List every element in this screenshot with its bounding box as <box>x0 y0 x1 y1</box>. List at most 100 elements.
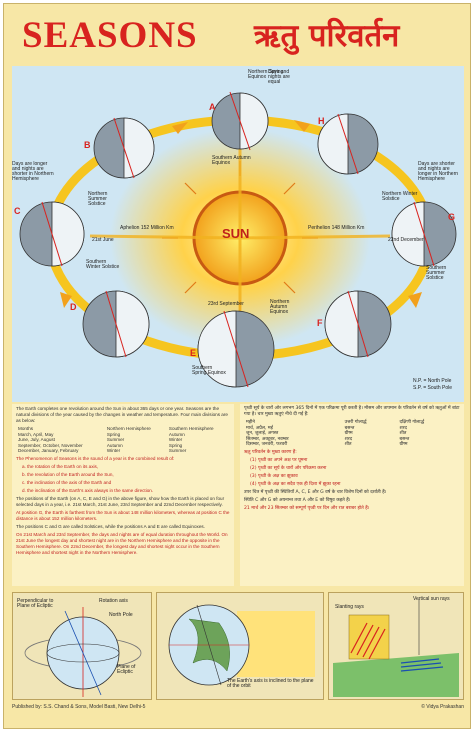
panel1-rotation: Rotation axis <box>99 598 128 604</box>
table-row: मार्च, अप्रैल, मई बसन्त शरद <box>244 426 458 432</box>
panel-angle-svg <box>333 599 459 697</box>
en-item: b. the revolution of the Earth around th… <box>22 471 114 477</box>
hi-item: (3) पृथ्वी के अक्ष का झुकाव <box>250 473 298 479</box>
hi-intro: पृथ्वी सूर्य के चारों ओर लगभग 365 दिनों … <box>244 406 460 417</box>
legend-sp: S.P. = South Pole <box>413 385 452 391</box>
table-cell: दिसम्बर, जनवरी, फरवरी <box>246 442 288 447</box>
table-cell: Autumn <box>168 431 185 437</box>
label-northern-winter-solstice: Northern Winter Solstice <box>382 191 418 202</box>
en-season-table: Months Northern Hemisphere Southern Hemi… <box>16 426 230 454</box>
label-dec22: 22nd December <box>388 237 424 243</box>
table-cell: Winter <box>106 448 121 453</box>
hi-equal-days: 21 मार्च और 23 सितम्बर को सम्पूर्ण पृथ्व… <box>244 505 370 511</box>
table-cell: March, April, May <box>18 431 54 437</box>
table-header: Northern Hemisphere <box>106 426 151 431</box>
seasons-chart: SEASONS ऋतु परिवर्तन <box>3 3 471 729</box>
table-cell: बसन्त <box>344 425 355 431</box>
panel-rays-svg <box>168 604 315 686</box>
orbit-arrows <box>60 120 422 308</box>
orbit-letter-e: E <box>190 348 197 358</box>
en-item: c. the inclination of the axis of the Ea… <box>22 479 112 485</box>
table-cell: Winter <box>168 437 183 442</box>
table-cell: बसन्त <box>399 436 410 442</box>
table-cell: ग्रीष्म <box>344 431 353 436</box>
table-header-row: महीने उत्तरी गोलार्द्ध दक्षिणी गोलार्द्ध <box>244 420 458 426</box>
table-cell: Summer <box>106 437 125 442</box>
table-cell: ग्रीष्म <box>399 442 408 447</box>
orbit-letter-b: B <box>84 140 91 150</box>
earth-d <box>82 290 150 358</box>
table-cell: सितम्बर, अक्टूबर, नवम्बर <box>246 436 289 442</box>
footer-copyright: © Vidya Prakashan <box>421 704 464 710</box>
label-northern-summer-solstice: Northern Summer Solstice <box>88 191 108 207</box>
title-english: SEASONS <box>22 15 198 56</box>
footer-publisher: Published by: S.S. Chand & Sons, Model B… <box>12 704 146 710</box>
label-days-equal-top: Days and nights are equal <box>268 69 290 85</box>
text-english: The Earth completes one revolution aroun… <box>12 404 234 586</box>
table-cell: मार्च, अप्रैल, मई <box>246 425 273 431</box>
title-hindi: ऋतु परिवर्तन <box>254 18 400 54</box>
panel1-perpendicular: Perpendicular to Plane of Ecliptic <box>17 598 54 609</box>
label-aphelion: Aphelion 152 Million Km <box>120 225 174 231</box>
en-item: a. the rotation of the Earth on its axis… <box>22 463 99 469</box>
text-hindi: पृथ्वी सूर्य के चारों ओर लगभग 365 दिनों … <box>240 404 464 586</box>
label-southern-summer-solstice: Southern Summer Solstice <box>426 265 447 281</box>
hi-causes: ऋतु परिवर्तन के मुख्य कारण हैं: <box>244 449 297 455</box>
orbit-diagram: A B C D E F G H SUN Aphelion 152 Million… <box>12 66 464 402</box>
table-header: उत्तरी गोलार्द्ध <box>344 420 367 425</box>
table-cell: September, October, November <box>18 442 83 448</box>
en-item: d. the inclination of the Earth's axis a… <box>22 487 154 493</box>
panel3-vertical: Vertical sun rays <box>413 596 450 602</box>
table-cell: शरद <box>344 436 353 442</box>
en-intro: The Earth completes one revolution aroun… <box>16 406 228 423</box>
footer: Published by: S.S. Chand & Sons, Model B… <box>12 704 464 711</box>
table-header: दक्षिणी गोलार्द्ध <box>399 420 425 425</box>
hi-item: (1) पृथ्वी का अपने अक्ष पर घूमना <box>250 457 308 463</box>
label-days-shorter-north: Days are shorter and nights are longer i… <box>418 161 459 182</box>
earth-axes <box>41 91 435 388</box>
en-distance: At position G, the Earth is farthest fro… <box>16 509 230 521</box>
label-sept23: 23rd September <box>208 301 244 307</box>
panel-axis-svg <box>24 607 142 697</box>
hi-season-table: महीने उत्तरी गोलार्द्ध दक्षिणी गोलार्द्ध… <box>244 420 458 448</box>
orbit-letter-g: G <box>448 212 456 222</box>
table-header-row: Months Northern Hemisphere Southern Hemi… <box>16 426 230 432</box>
en-positions: The positions of the Earth (on A, C, E a… <box>16 495 225 507</box>
label-southern-autumn-equinox: Southern Autumn Equinox <box>212 155 251 166</box>
panel1-plane: Plane of Ecliptic <box>117 664 136 675</box>
label-northern-spring-equinox: Northern Spring Equinox <box>248 69 284 80</box>
chart-title: SEASONS ऋतु परिवर्तन <box>4 12 470 58</box>
orbit-svg <box>19 91 457 388</box>
panel-ray-angle: Vertical sun rays Slanting rays <box>328 592 464 700</box>
label-perihelion: Perihelion 148 Million Km <box>308 225 365 231</box>
hi-solstices: स्थिति C और G को अयनान्त तथा A और E को व… <box>244 497 351 503</box>
hi-item: (4) पृथ्वी के अक्ष का सदैव एक ही दिशा मे… <box>250 481 341 487</box>
en-equal-days: On 21st March and 23rd September, the da… <box>16 531 228 555</box>
legend: N.P. = North Pole S.P. = South Pole <box>413 378 452 392</box>
label-southern-spring-equinox: Southern Spring Equinox <box>192 365 226 376</box>
table-header: Months <box>18 426 34 431</box>
table-row: December, January, February Winter Summe… <box>16 448 230 454</box>
table-row: दिसम्बर, जनवरी, फरवरी शीत ग्रीष्म <box>244 442 458 448</box>
panel-axis-inclination: Perpendicular to Plane of Ecliptic Rotat… <box>12 592 152 700</box>
table-cell: Autumn <box>106 442 123 448</box>
table-header: Southern Hemisphere <box>168 426 214 431</box>
table-row: सितम्बर, अक्टूबर, नवम्बर शरद बसन्त <box>244 437 458 443</box>
panel-sun-rays-earth: The Earth's axis is inclined to the plan… <box>156 592 324 700</box>
orbit-letter-d: D <box>70 302 77 312</box>
table-cell: शरद <box>399 425 407 431</box>
panel3-slanting: Slanting rays <box>335 604 364 610</box>
orbit-letter-c: C <box>14 206 21 216</box>
orbit-letter-f: F <box>317 318 323 328</box>
legend-np: N.P. = North Pole <box>413 378 452 384</box>
hi-item: (2) पृथ्वी का सूर्य के चारों ओर परिक्रमा… <box>250 465 327 471</box>
table-row: June, July, August Summer Winter <box>16 437 230 443</box>
table-row: March, April, May Spring Autumn <box>16 432 230 438</box>
orbit-letter-a: A <box>209 102 216 112</box>
table-cell: June, July, August <box>18 437 55 442</box>
panel2-caption: The Earth's axis is inclined to the plan… <box>227 678 314 689</box>
label-days-longer-north: Days are longer and nights are shorter i… <box>12 161 54 182</box>
table-row: जून, जुलाई, अगस्त ग्रीष्म शीत <box>244 431 458 437</box>
table-row: September, October, November Autumn Spri… <box>16 443 230 449</box>
table-cell: Spring <box>106 431 121 437</box>
